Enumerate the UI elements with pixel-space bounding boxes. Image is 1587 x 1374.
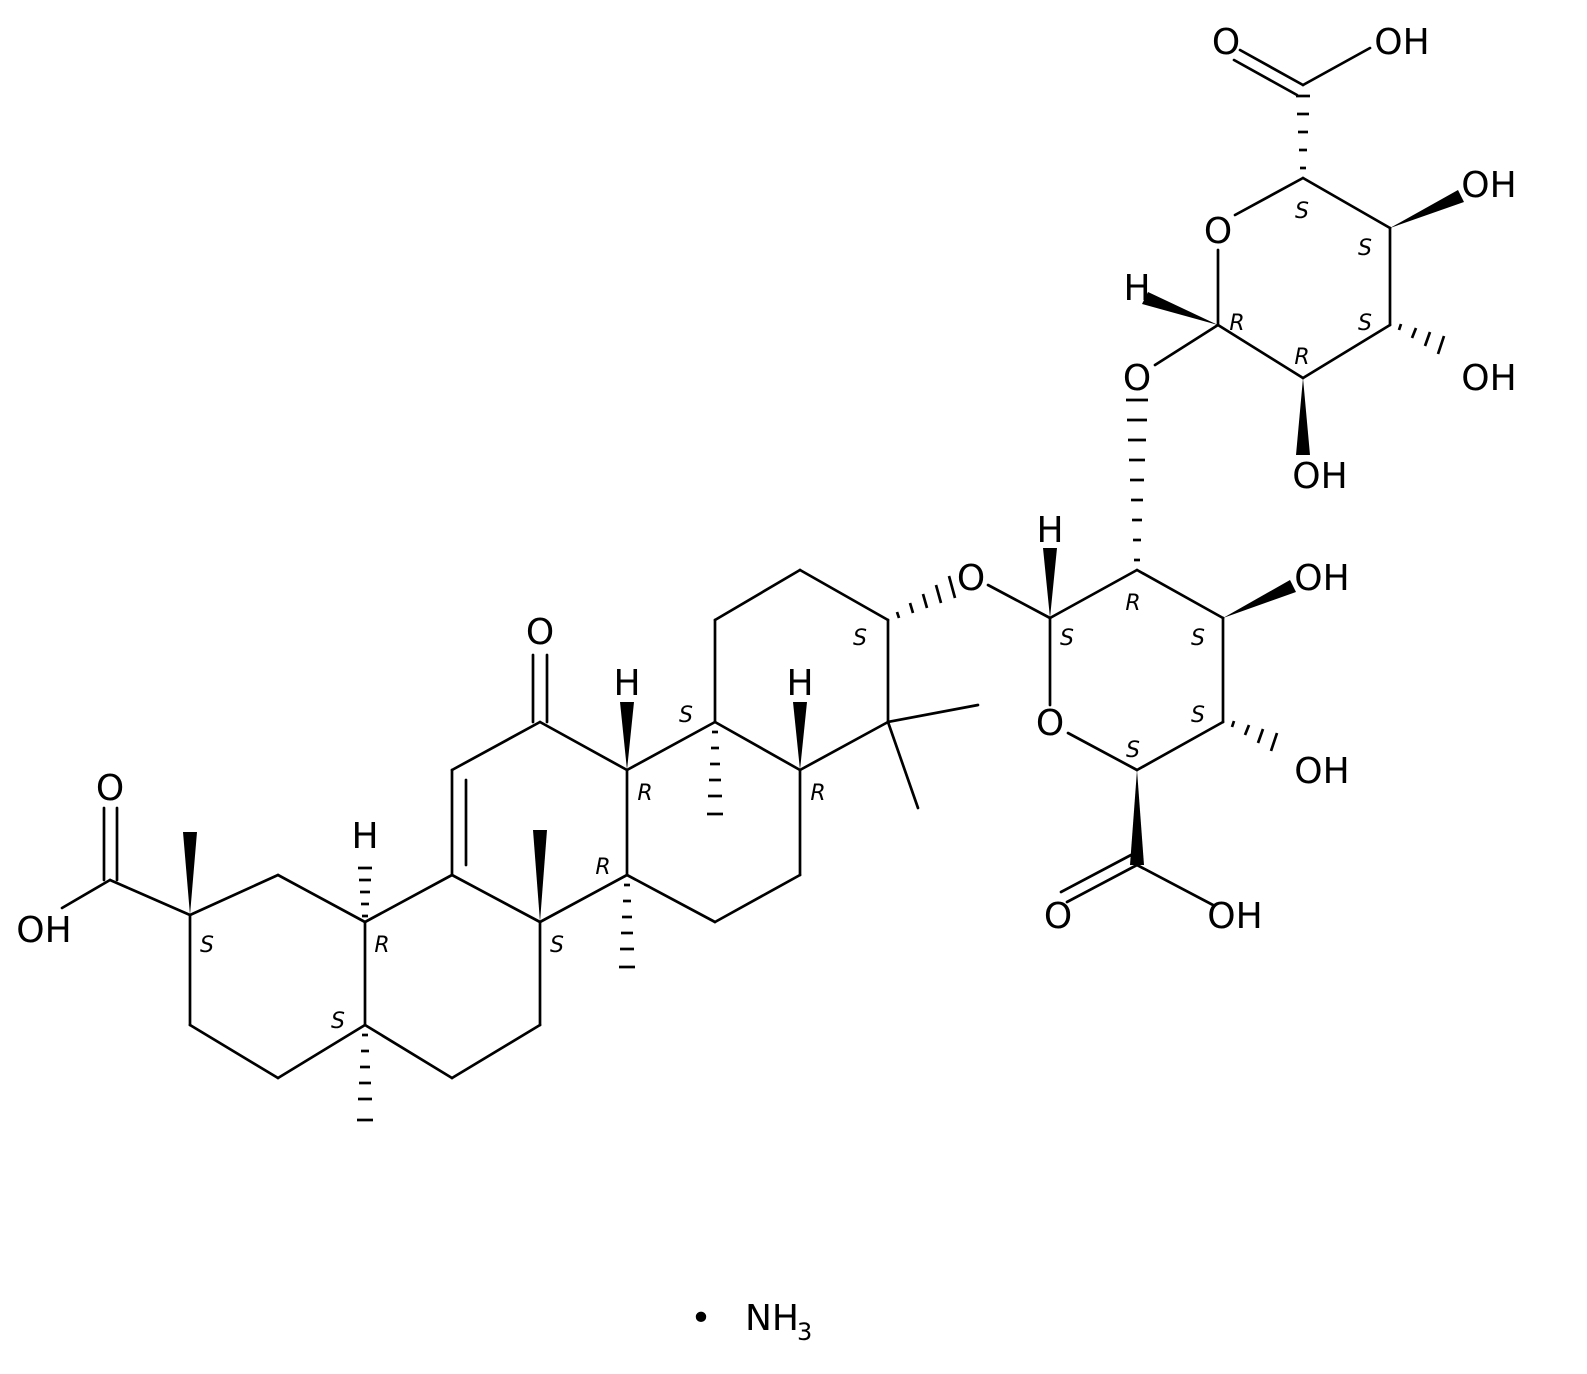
- stereo-c2b: R: [1125, 591, 1140, 616]
- wedge-oh-c4c: [1390, 190, 1464, 228]
- stereo-c20: S: [200, 933, 214, 958]
- salt-component: • NH 3: [690, 1298, 812, 1346]
- label-ring-o1: O: [1036, 703, 1064, 744]
- stereo-c3c: S: [1358, 311, 1372, 336]
- hash-oh-c3c: [1397, 323, 1446, 355]
- label-acid3-oh: OH: [1374, 22, 1429, 63]
- stereo-c3b: S: [1191, 626, 1205, 651]
- label-acid2-o: O: [1044, 896, 1072, 937]
- label-carbonyl-o: O: [526, 612, 554, 653]
- hash-methyl-c10: [357, 1033, 373, 1122]
- salt-subscript: 3: [797, 1318, 812, 1346]
- wedge-h-anomeric1: [1043, 548, 1057, 618]
- atom-labels: O H H H O OH O H O OH OH O OH O H O OH O…: [16, 22, 1516, 951]
- wedge-h-c5: [793, 702, 807, 770]
- label-h-c9: H: [613, 663, 640, 704]
- label-oh-c4b: OH: [1294, 558, 1349, 599]
- stereo-c8: S: [679, 703, 693, 728]
- label-h-anomeric1: H: [1036, 510, 1063, 551]
- label-oh-c2c: OH: [1292, 456, 1347, 497]
- wedge-methyl-c20: [183, 832, 197, 915]
- stereo-c17: S: [550, 933, 564, 958]
- label-oh-c4c: OH: [1461, 165, 1516, 206]
- wedge-oh-c4b: [1223, 580, 1296, 618]
- stereo-c4c: S: [1358, 236, 1372, 261]
- stereo-c5: R: [810, 781, 825, 806]
- salt-nh-label: NH: [745, 1298, 799, 1339]
- stereo-c13: R: [595, 855, 610, 880]
- label-h-c18: H: [351, 816, 378, 857]
- sugar2-bonds: [1153, 46, 1392, 380]
- wedge-methyl-c8: [533, 830, 547, 922]
- ring-a-bonds: [60, 806, 367, 1080]
- hash-h-c18: [358, 866, 372, 918]
- ring-bcd-bonds: [363, 568, 980, 1080]
- stereo-c10: S: [331, 1009, 345, 1034]
- hash-o-c3: [895, 575, 957, 619]
- label-oh-c3c: OH: [1461, 358, 1516, 399]
- hash-methyl-c14: [619, 883, 635, 969]
- stereo-c1c: R: [1229, 311, 1244, 336]
- stereo-descriptors: S R S R R S R S S S R S S S R R S S S: [200, 199, 1372, 1034]
- label-acid1-o: O: [96, 768, 124, 809]
- stereo-c9: R: [637, 781, 652, 806]
- stereo-c18: R: [374, 933, 389, 958]
- wedge-oh-c2c: [1296, 378, 1310, 455]
- wedge-h-anomeric2: [1142, 292, 1218, 325]
- stereo-c3: S: [853, 626, 867, 651]
- stereo-c1b: S: [1060, 626, 1074, 651]
- hash-oh-c3b: [1230, 720, 1279, 752]
- stereo-c5b: S: [1126, 738, 1140, 763]
- label-oh-c3b: OH: [1294, 751, 1349, 792]
- salt-dot: •: [690, 1298, 711, 1339]
- label-o-link1: O: [957, 558, 985, 599]
- label-acid3-o: O: [1212, 22, 1240, 63]
- hash-acid-c5c: [1296, 94, 1310, 170]
- wedge-acid-c5b: [1130, 770, 1144, 865]
- stereo-c2c: R: [1294, 345, 1309, 370]
- stereo-c5c: S: [1295, 199, 1309, 224]
- label-h-c5: H: [786, 663, 813, 704]
- label-o-link2: O: [1123, 358, 1151, 399]
- label-acid2-oh: OH: [1207, 896, 1262, 937]
- hash-methyl-c10b: [707, 730, 723, 816]
- wedge-h-c9: [620, 702, 634, 770]
- label-ring-o2: O: [1204, 211, 1232, 252]
- stereo-c4b: S: [1191, 703, 1205, 728]
- label-acid1-oh: OH: [16, 910, 71, 951]
- hash-o-link2: [1126, 398, 1148, 562]
- sugar1-bonds: [986, 568, 1225, 907]
- label-h-anomeric2: H: [1123, 268, 1150, 309]
